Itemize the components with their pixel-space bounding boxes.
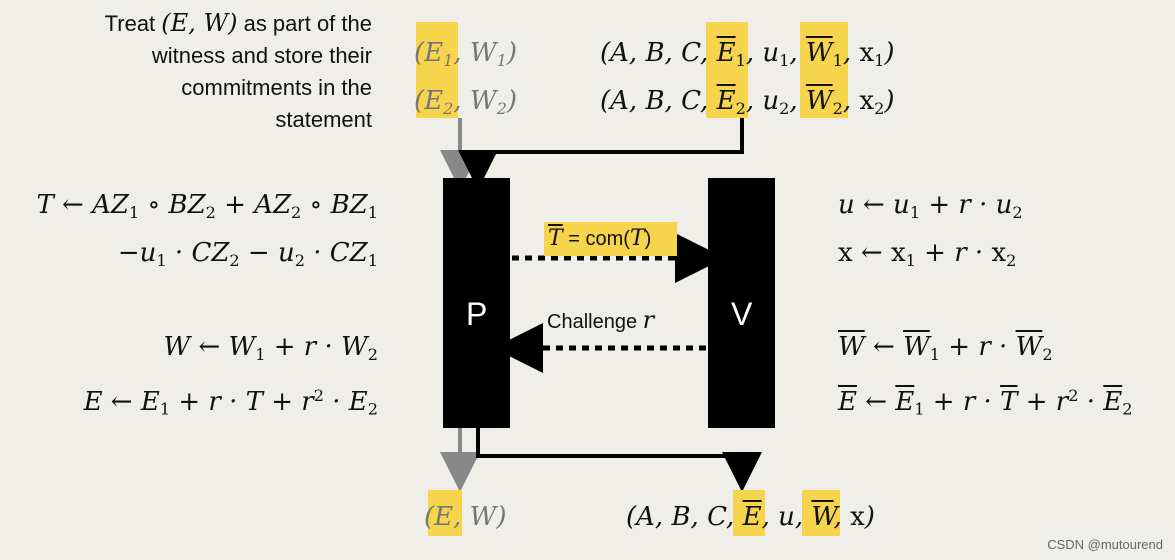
challenge-text: Challenge [547, 311, 643, 333]
eq-E: E ← E1 + r · T + r2 · E2 [83, 386, 378, 419]
statement-1: (A, B, C, E1, u1, W1, x1) [600, 38, 895, 70]
statement-bottom: (A, B, C, E, u, W, x) [626, 502, 875, 532]
intro-line1-math: (E, W) [161, 9, 238, 37]
eq-T-line2: −u1 · CZ2 − u2 · CZ1 [117, 238, 378, 270]
highlight-Ebar-bottom [733, 490, 765, 536]
intro-text: Treat (E, W) as part of the witness and … [105, 7, 372, 136]
intro-line2: witness and store their [151, 43, 372, 68]
eq-W: W ← W1 + r · W2 [163, 332, 378, 364]
eq-Wbar: W ← W1 + r · W2 [838, 332, 1053, 364]
intro-line1-suffix: as part of the [237, 11, 372, 36]
challenge-label: Challenge r [547, 306, 654, 334]
intro-line3: commitments in the [181, 75, 372, 100]
highlight-Wbar-top [800, 22, 848, 118]
verifier-box [708, 178, 775, 428]
verifier-label: V [731, 296, 753, 332]
witness-1: (E1, W1) [414, 38, 518, 70]
prover-label: P [466, 296, 488, 332]
eq-T-line1: T ← AZ1 ∘ BZ2 + AZ2 ∘ BZ1 [36, 190, 378, 222]
highlight-Wbar-bottom [802, 490, 840, 536]
witness-2: (E2, W2) [414, 86, 518, 118]
message1-highlight [544, 222, 677, 256]
eq-x: x ← x1 + r · x2 [838, 238, 1017, 270]
prover-box [443, 178, 510, 428]
highlight-E-bottom [428, 490, 462, 536]
highlight-Ebar-top [706, 22, 748, 118]
eq-Ebar: E ← E1 + r · T + r2 · E2 [838, 386, 1133, 419]
intro-line1-prefix: Treat [104, 11, 162, 36]
statement-2: (A, B, C, E2, u2, W2, x2) [600, 86, 895, 118]
statement-route-top [458, 118, 744, 190]
message1-label: T = com(T) [548, 226, 652, 251]
eq-u: u ← u1 + r · u2 [838, 190, 1023, 222]
witness-bottom: (E, W) [424, 502, 507, 532]
highlight-E-top [416, 22, 458, 118]
statement-route-bottom [476, 428, 762, 492]
intro-line4: statement [275, 107, 372, 132]
challenge-var: r [642, 306, 655, 334]
watermark: CSDN @mutourend [1047, 537, 1163, 552]
